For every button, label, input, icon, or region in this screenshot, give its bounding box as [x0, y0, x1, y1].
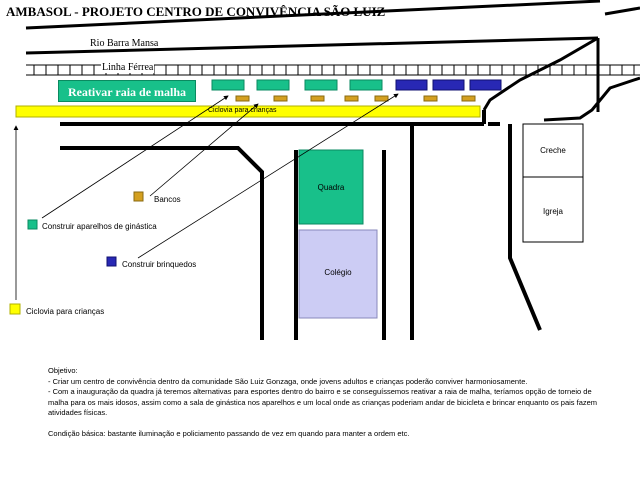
- school-label: Colégio: [324, 268, 352, 277]
- bike-path-bar-label: Ciclovia para crianças: [208, 107, 277, 114]
- court-label: Quadra: [317, 183, 345, 192]
- objective-heading: Objetivo:: [48, 366, 78, 375]
- legend-benches-swatch: [133, 191, 144, 202]
- toys-row: [395, 79, 502, 91]
- school-area: [298, 229, 378, 319]
- legend-toys-label: Construir brinquedos: [122, 260, 197, 269]
- legend-toys-swatch: [106, 256, 117, 267]
- church-label: Igreja: [542, 207, 563, 216]
- page-title: AMBASOL - PROJETO CENTRO DE CONVIVÊNCIA …: [6, 4, 386, 19]
- railway-label: Linha Férrea: [101, 62, 155, 73]
- legend-benches-label: Bancos: [154, 195, 181, 204]
- road-lines: [25, 0, 640, 55]
- daycare-building: [522, 123, 584, 243]
- legend-gym-label: Construir aparelhos de ginástica: [42, 222, 157, 231]
- gym-equipment-row: [211, 79, 383, 91]
- objective-line: - Criar um centro de convivência dentro …: [48, 376, 528, 386]
- objective-line: atividades físicas.: [48, 408, 108, 417]
- reactivate-court-label: Reativar raia de malha: [58, 80, 196, 102]
- diagonal-road: [482, 36, 640, 122]
- legend-gym-swatch: [27, 219, 38, 230]
- basic-condition-text: Condição básica: bastante iluminação e p…: [48, 428, 410, 438]
- objective-text-block: Objetivo: - Criar um centro de convivênc…: [48, 366, 618, 439]
- pointer-arrows: [13, 93, 399, 300]
- daycare-label: Creche: [540, 146, 566, 155]
- benches-row: [235, 95, 476, 102]
- river-label: Rio Barra Mansa: [90, 38, 159, 49]
- legend-bike-path-label: Ciclovia para crianças: [26, 307, 105, 316]
- objective-line: - Com a inauguração da quadra já teremos…: [48, 387, 592, 396]
- bike-path-bar: [15, 105, 481, 118]
- legend-bike-swatch: [9, 303, 21, 315]
- court-area: [298, 149, 364, 225]
- objective-line: malha para os mais idosos, assim como a …: [48, 397, 598, 407]
